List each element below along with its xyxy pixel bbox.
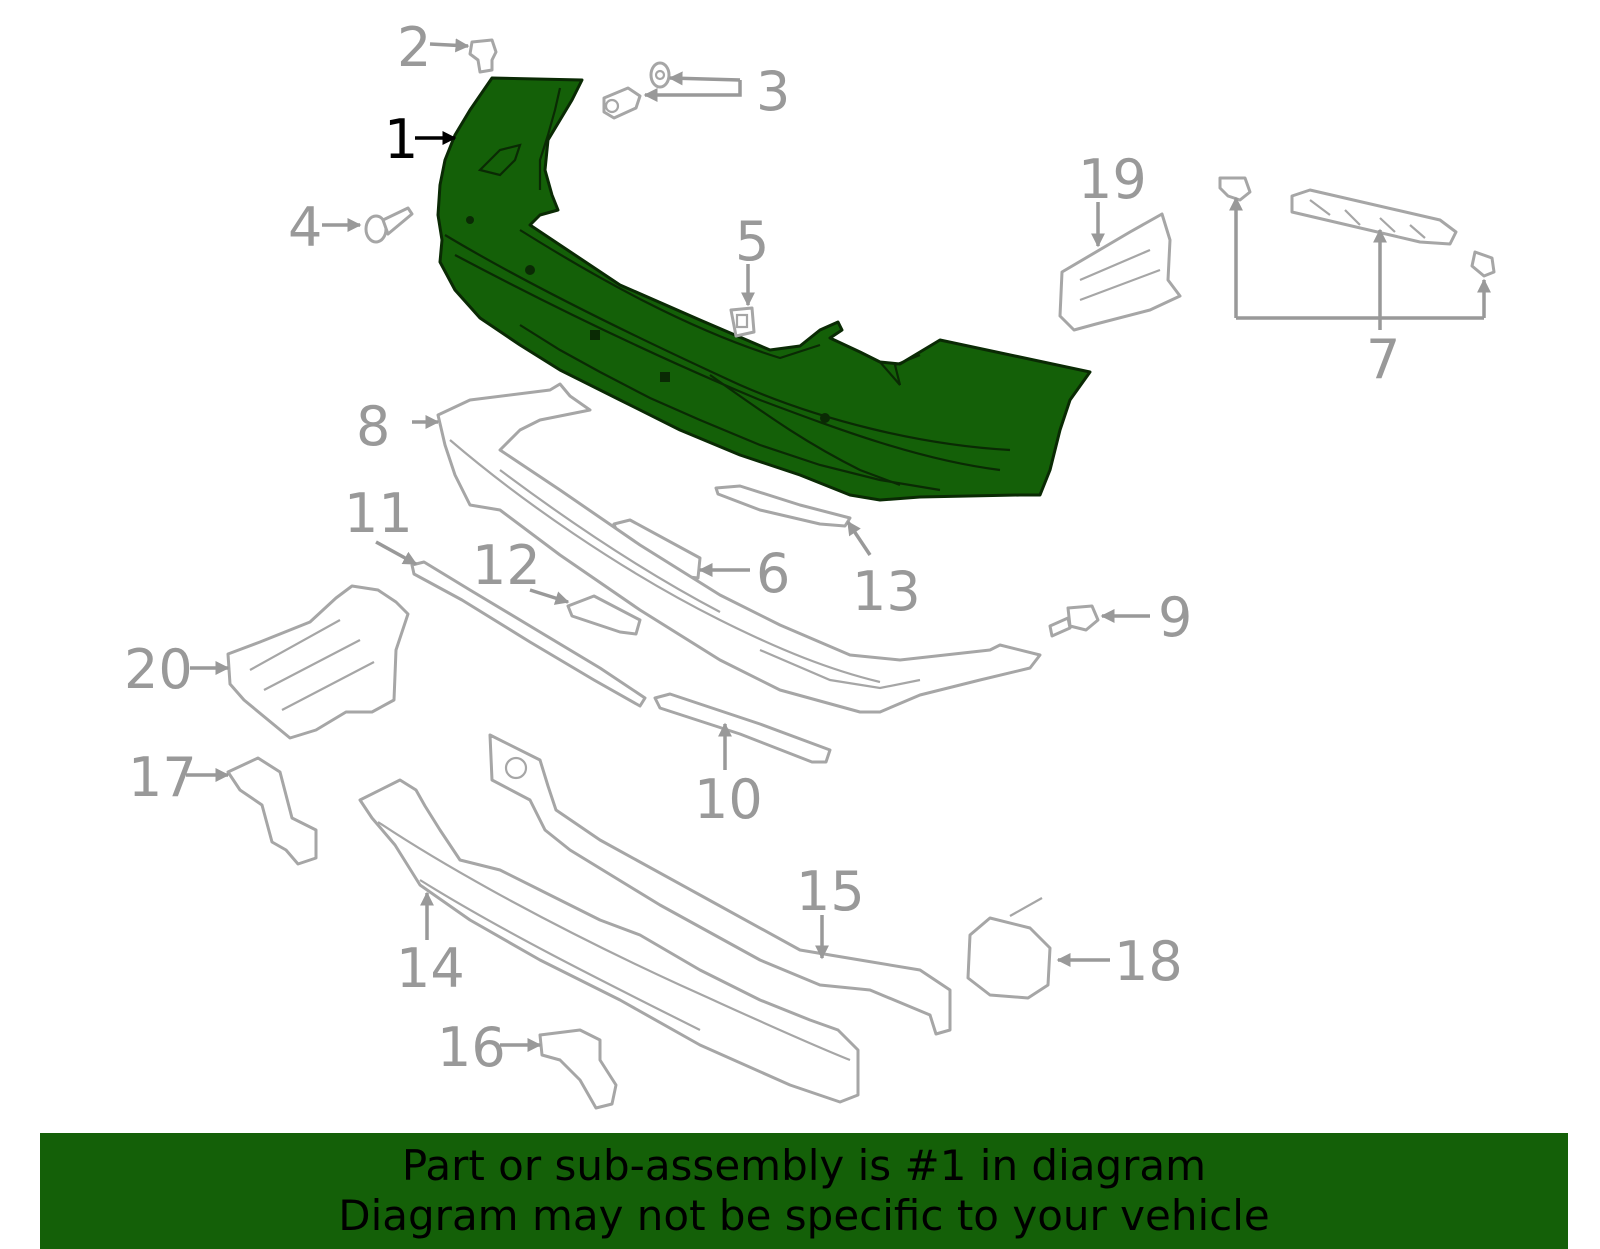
callout-16[interactable]: 16	[437, 1016, 506, 1079]
sensor-part-18[interactable]	[966, 897, 1052, 1000]
reflector-part-13[interactable]	[714, 484, 852, 528]
callout-10[interactable]: 10	[694, 768, 763, 831]
callout-7[interactable]: 7	[1366, 328, 1400, 391]
callout-9[interactable]: 9	[1158, 586, 1192, 649]
bumper-cover-part-1[interactable]	[436, 76, 1092, 502]
leader-lines	[186, 38, 1491, 1052]
screw-part-4[interactable]	[364, 206, 414, 244]
absorber-part-8[interactable]	[436, 382, 1042, 714]
callout-2[interactable]: 2	[397, 16, 431, 79]
callout-17[interactable]: 17	[128, 746, 197, 809]
callout-labels: 1 2 3 4 5 6 7 8 9 10 11 12 13 14 15 16 1…	[124, 16, 1400, 1079]
screw-part-9[interactable]	[1048, 604, 1100, 638]
callout-20[interactable]: 20	[124, 638, 193, 701]
callout-6[interactable]: 6	[756, 542, 790, 605]
bracket-set-part-7[interactable]	[1218, 176, 1496, 278]
clip-part-2[interactable]	[468, 38, 498, 74]
callout-4[interactable]: 4	[288, 196, 322, 259]
callout-19[interactable]: 19	[1078, 148, 1147, 211]
bracket-part-19[interactable]	[1058, 212, 1182, 332]
disclaimer-line-highlighted-part: Part or sub-assembly is #1 in diagram	[401, 1141, 1207, 1190]
bracket-part-16[interactable]	[538, 1028, 618, 1110]
nut-part-5[interactable]	[729, 306, 756, 338]
callout-14[interactable]: 14	[396, 937, 465, 1000]
callout-12[interactable]: 12	[472, 534, 541, 597]
callout-18[interactable]: 18	[1114, 930, 1183, 993]
callout-15[interactable]: 15	[796, 860, 865, 923]
callout-13[interactable]: 13	[852, 560, 921, 623]
callout-1[interactable]: 1	[384, 108, 418, 171]
bracket-part-17[interactable]	[226, 756, 318, 866]
molding-part-11[interactable]	[410, 560, 647, 708]
reinforcement-part-14[interactable]	[358, 778, 860, 1104]
disclaimer-line-vehicle-specific: Diagram may not be specific to your vehi…	[338, 1191, 1270, 1240]
disclaimer-banner: Part or sub-assembly is #1 in diagram Di…	[40, 1133, 1568, 1249]
grommet-part-3[interactable]	[602, 61, 671, 120]
splash-shield-part-20[interactable]	[226, 584, 410, 740]
callout-11[interactable]: 11	[344, 482, 413, 545]
callout-5[interactable]: 5	[735, 210, 769, 273]
bracket-part-12[interactable]	[566, 594, 642, 636]
carrier-part-15[interactable]	[488, 733, 952, 1036]
callout-3[interactable]: 3	[756, 60, 790, 123]
trim-strip-part-10[interactable]	[653, 692, 832, 764]
callout-8[interactable]: 8	[356, 395, 390, 458]
